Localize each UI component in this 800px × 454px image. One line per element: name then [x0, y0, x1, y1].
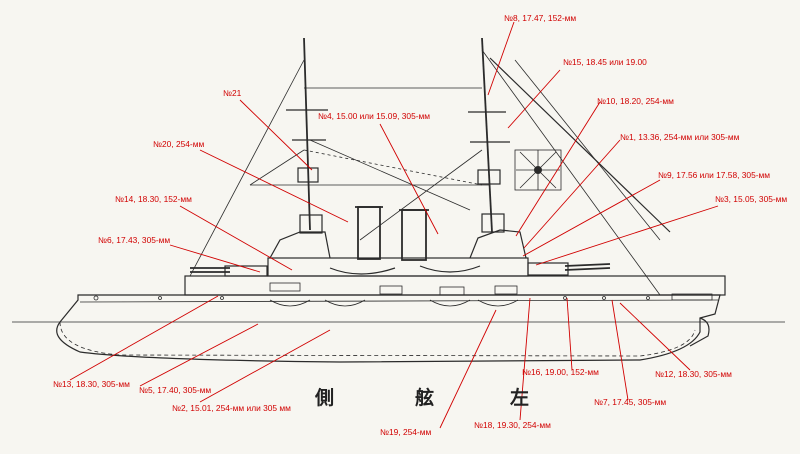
main-guns [190, 262, 611, 277]
label-n1: №1, 13.36, 254-мм или 305-мм [620, 132, 740, 142]
label-n6: №6, 17.43, 305-мм [98, 235, 171, 245]
leader-n2 [199, 329, 331, 403]
rising-sun-flag [514, 149, 562, 191]
portholes [93, 295, 650, 301]
leader-n3 [535, 205, 719, 266]
leader-n4 [379, 123, 439, 235]
leader-n21 [239, 99, 313, 171]
label-n19: №19, 254-мм [380, 427, 432, 437]
side-caption: 側 舷 左 [314, 386, 529, 409]
leader-n16 [566, 297, 573, 371]
leader-n8 [487, 21, 515, 96]
leader-n5 [139, 323, 259, 387]
label-n7: №7, 17.45, 305-мм [594, 397, 667, 407]
superstructure [184, 206, 726, 307]
label-n14: №14, 18.30, 152-мм [115, 194, 192, 204]
hull [12, 294, 785, 363]
underwater-dashed [59, 321, 696, 357]
leader-n7 [611, 299, 629, 401]
leader-n14 [179, 205, 293, 271]
bow [689, 317, 710, 347]
annotation-leaders [69, 21, 719, 429]
hull-deck-line [79, 299, 719, 303]
label-n8: №8, 17.47, 152-мм [504, 13, 577, 23]
label-n10: №10, 18.20, 254-мм [597, 96, 674, 106]
leader-n20 [199, 149, 349, 223]
main-mast [481, 37, 493, 233]
fore-mast [303, 37, 311, 231]
label-n15: №15, 18.45 или 19.00 [563, 57, 647, 67]
caption-char-3: 左 [510, 386, 529, 409]
label-n12: №12, 18.30, 305-мм [655, 369, 732, 379]
fore-turret [224, 265, 268, 277]
leader-n15 [507, 69, 561, 129]
caption-char-1: 側 [314, 387, 334, 409]
leader-n9 [522, 179, 661, 257]
label-n4: №4, 15.00 или 15.09, 305-мм [318, 111, 431, 121]
leader-n18 [519, 297, 531, 421]
rigging [189, 49, 671, 296]
masts [286, 37, 510, 233]
caption-char-2: 舷 [415, 386, 434, 409]
label-n21: №21 [223, 88, 242, 98]
leader-n19 [439, 309, 497, 429]
label-n5: №5, 17.40, 305-мм [139, 385, 212, 395]
leader-n10 [515, 101, 601, 237]
label-n3: №3, 15.05, 305-мм [715, 194, 788, 204]
hull-outline [56, 294, 721, 363]
leader-n6 [169, 244, 261, 273]
aft-turret [527, 262, 569, 276]
leader-n13 [69, 295, 219, 381]
leader-n12 [619, 302, 691, 371]
label-n20: №20, 254-мм [153, 139, 205, 149]
label-n18: №18, 19.30, 254-мм [474, 420, 551, 430]
funnel-rear [401, 209, 427, 261]
label-n2: №2, 15.01, 254-мм или 305 мм [172, 403, 291, 413]
label-n16: №16, 19.00, 152-мм [522, 367, 599, 377]
leader-n1 [523, 139, 621, 249]
label-n13: №13, 18.30, 305-мм [53, 379, 130, 389]
label-n9: №9, 17.56 или 17.58, 305-мм [658, 170, 771, 180]
